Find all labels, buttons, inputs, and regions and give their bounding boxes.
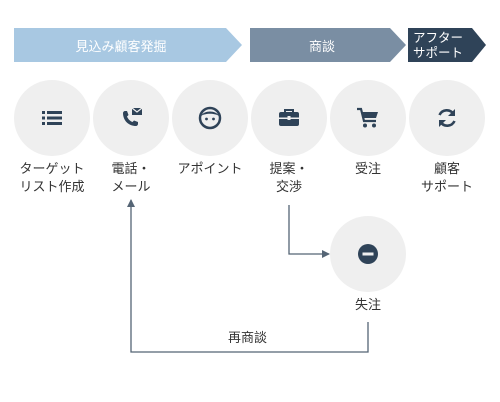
phase-banner-aftersupport: アフター サポート — [408, 28, 486, 62]
sync-icon — [438, 109, 456, 127]
minus-icon — [358, 244, 378, 264]
step-label: ターゲット リスト作成 — [19, 162, 85, 195]
connector-lost-to-contact — [127, 199, 369, 353]
phone-mail-icon — [123, 107, 143, 126]
connector-proposal-to-lost — [288, 205, 330, 258]
return-label: 再商談 — [228, 331, 268, 346]
phase-banner-negotiation: 商談 — [250, 28, 406, 62]
step-label: 受注 — [354, 162, 381, 177]
phase-banner-prospecting: 見込み顧客発掘 — [14, 28, 242, 62]
phase-label: 見込み顧客発掘 — [75, 39, 167, 55]
list-icon — [42, 111, 62, 125]
step-target-list — [14, 80, 90, 156]
step-lost — [330, 216, 406, 292]
phase-label: 商談 — [308, 39, 335, 55]
lost-label: 失注 — [354, 298, 381, 313]
step-order — [330, 80, 406, 156]
step-customer-support — [409, 80, 485, 156]
step-label: 提案・ 交渉 — [269, 162, 309, 195]
step-label: アポイント — [177, 162, 243, 177]
step-label: 電話・ メール — [111, 162, 151, 195]
briefcase-icon — [279, 109, 299, 126]
phase-label: アフター サポート — [413, 30, 464, 60]
step-proposal — [251, 80, 327, 156]
cart-icon — [357, 107, 378, 128]
step-appointment — [172, 80, 248, 156]
step-phone-mail — [93, 80, 169, 156]
step-label: 顧客 サポート — [420, 162, 473, 195]
face-icon — [198, 106, 222, 130]
